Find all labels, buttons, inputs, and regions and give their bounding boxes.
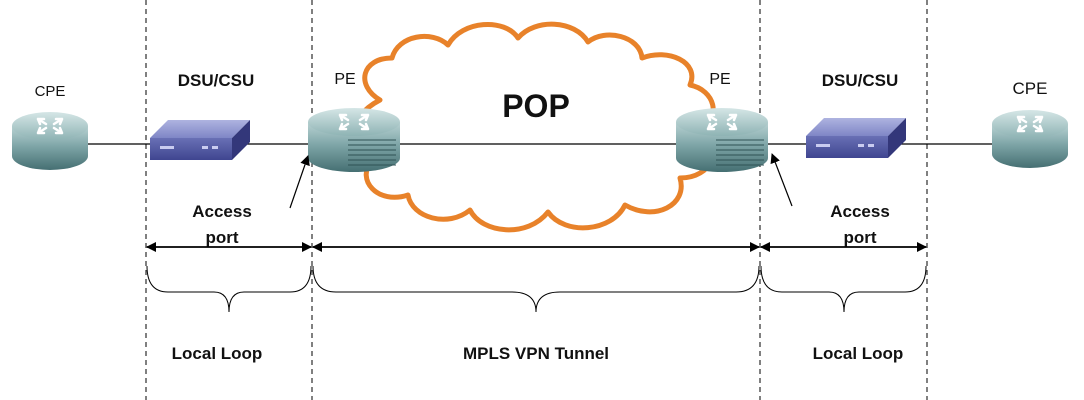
cpe-right-label: CPE: [1013, 79, 1048, 98]
brace-local-loop-left: [146, 265, 312, 313]
dsu-csu-icon: [150, 120, 250, 160]
cpe-left-label: CPE: [35, 83, 66, 100]
dsu-right-label: DSU/CSU: [822, 71, 899, 90]
access-right-label: port: [843, 228, 876, 247]
dsu-csu-icon: [806, 118, 906, 158]
router-icon: [992, 110, 1068, 168]
cloud-icon: POP: [350, 21, 716, 233]
router-icon: [12, 112, 88, 170]
access-pointer-arrow: [770, 153, 793, 207]
dsu-left-label: DSU/CSU: [178, 71, 255, 90]
pe-left-label: PE: [334, 71, 355, 88]
pe-router-icon: [676, 108, 768, 172]
brace-local-loop-right: [760, 265, 927, 313]
pe-router-icon: [308, 108, 400, 172]
pe-right-label: PE: [709, 71, 730, 88]
access-left-label: Access: [192, 202, 252, 221]
segment-local-loop-right-label: Local Loop: [813, 344, 904, 363]
access-right-label: Access: [830, 202, 890, 221]
segment-mpls-label: MPLS VPN Tunnel: [463, 344, 609, 363]
segment-local-loop-left-label: Local Loop: [172, 344, 263, 363]
access-pointer-arrow: [289, 155, 310, 209]
cloud-label: POP: [502, 88, 570, 124]
brace-mpls: [312, 265, 760, 313]
segment-boundaries: [145, 0, 928, 400]
access-left-label: port: [205, 228, 238, 247]
